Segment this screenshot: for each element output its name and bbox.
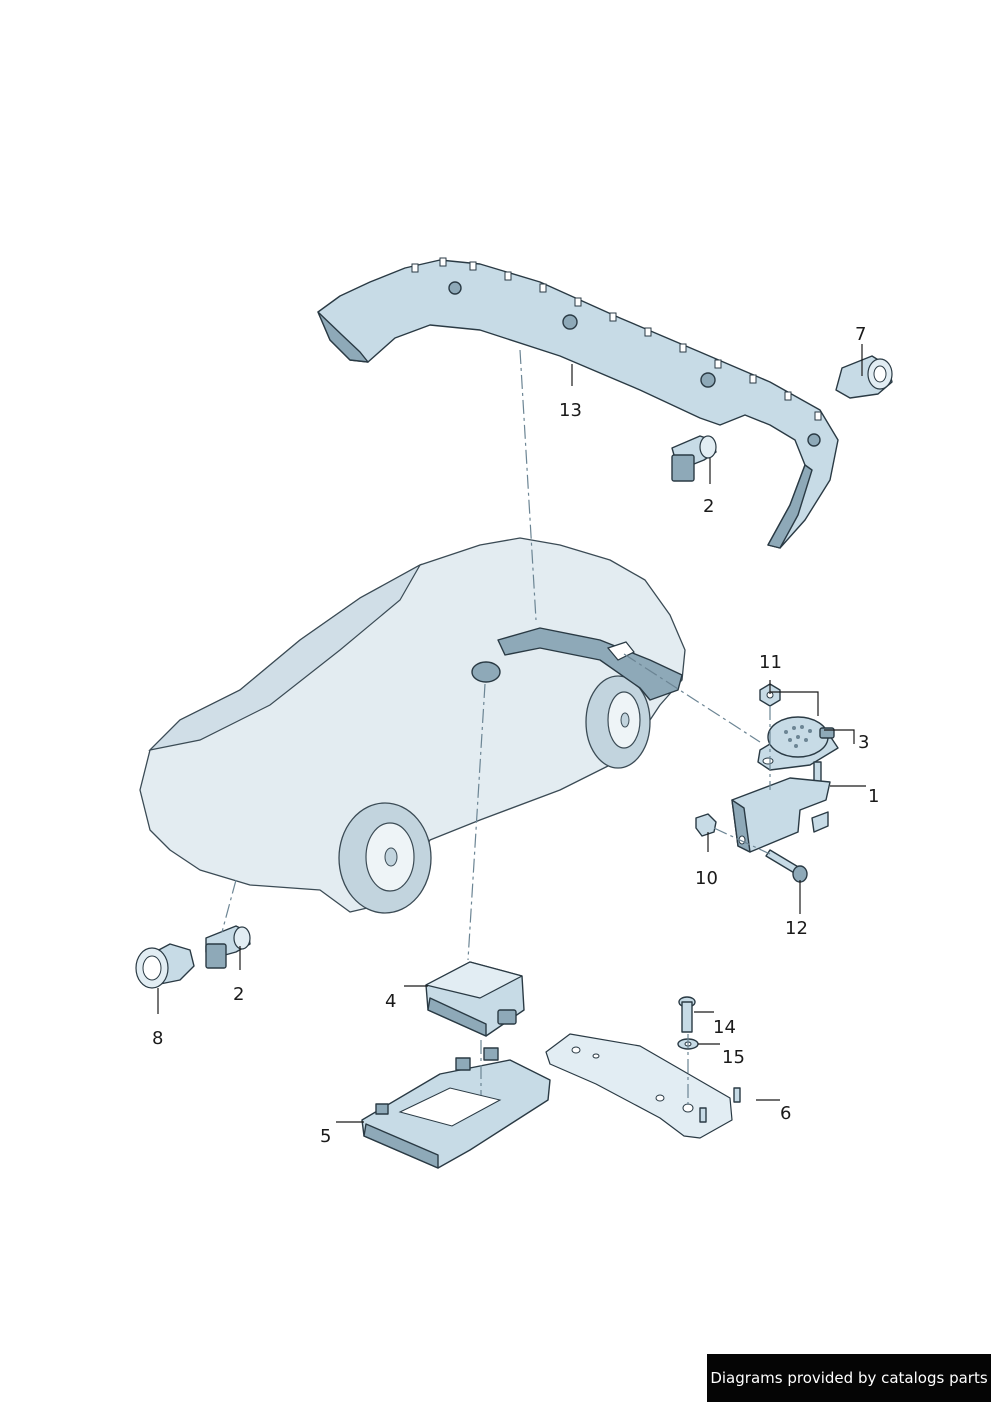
spring-clip [695, 813, 717, 837]
parking-sensor-upper [671, 435, 717, 482]
rear-wheel [338, 802, 432, 914]
sensor-mounting-ring-lower [135, 943, 195, 989]
leader-lines [157, 344, 866, 1123]
assembly-lines [221, 349, 771, 1106]
buzzer-bracket [731, 777, 831, 853]
hex-bolt [678, 996, 696, 1033]
callout-11: 11 [759, 652, 782, 673]
sensor-mounting-ring-upper [835, 355, 893, 399]
callout-15: 15 [722, 1047, 745, 1068]
callout-2-lower: 2 [233, 984, 245, 1005]
control-unit-holder [361, 1047, 551, 1169]
callout-8: 8 [152, 1028, 164, 1049]
callout-7: 7 [855, 324, 867, 345]
callout-1: 1 [868, 786, 880, 807]
callout-12: 12 [785, 918, 808, 939]
front-wheel [585, 675, 651, 769]
credit-banner: Diagrams provided by catalogs parts [707, 1354, 991, 1402]
mounting-plate [545, 1033, 741, 1139]
tapping-screw [765, 849, 808, 883]
callout-14: 14 [713, 1017, 736, 1038]
callout-6: 6 [780, 1103, 792, 1124]
rear-bumper-cover [317, 257, 839, 549]
callout-10: 10 [695, 868, 718, 889]
callout-2-upper: 2 [703, 496, 715, 517]
parking-sensor-lower [205, 925, 251, 969]
warning-buzzer [757, 716, 839, 771]
parking-aid-control-unit [425, 961, 525, 1037]
callout-3: 3 [858, 732, 870, 753]
callout-4: 4 [385, 991, 397, 1012]
callout-13: 13 [559, 400, 582, 421]
callout-5: 5 [320, 1126, 332, 1147]
vehicle-silhouette [139, 537, 686, 914]
